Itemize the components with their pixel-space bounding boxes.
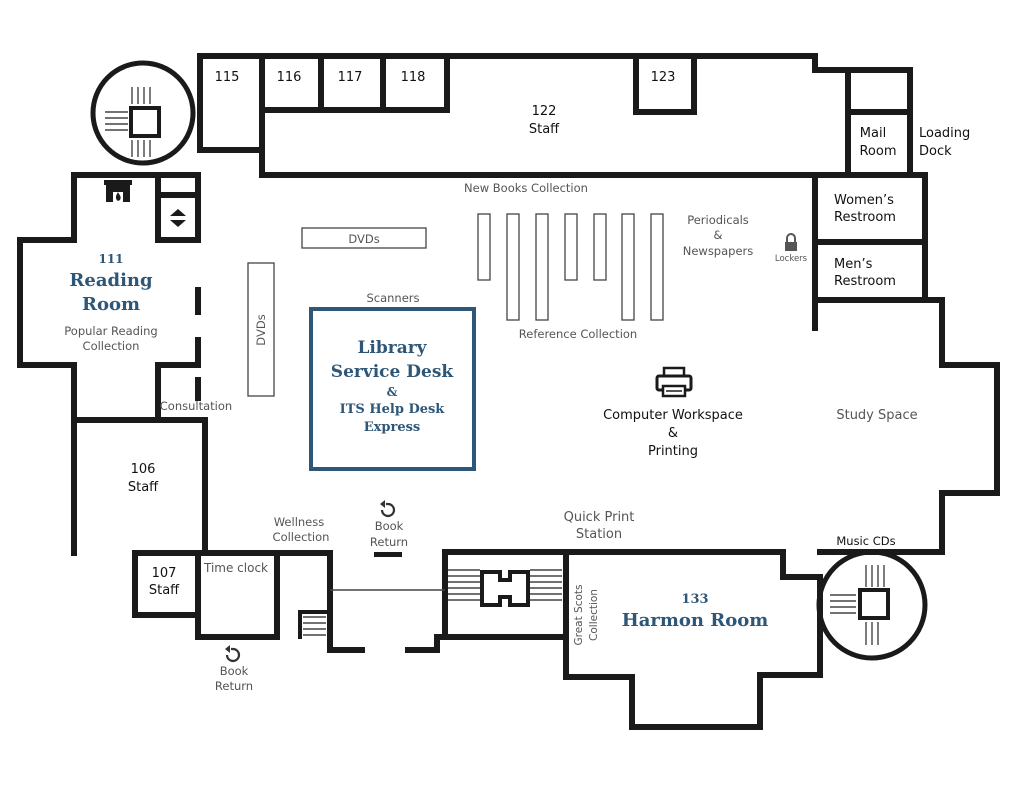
reference-shelves xyxy=(477,213,664,321)
lockers-label: Lockers xyxy=(775,254,808,264)
book-return-label-2: Return xyxy=(370,535,408,549)
popular-reading-label: Popular Reading xyxy=(64,324,157,338)
room-labels: 115 116 117 118 123 122 Staff Mail Room … xyxy=(128,70,970,598)
room-106-name: Staff xyxy=(128,480,159,495)
mens-restroom-label: Men’s xyxy=(834,257,873,272)
book-return-label-b: Book xyxy=(220,664,249,678)
newspapers-label: Newspapers xyxy=(683,244,754,258)
book-return-label-b-2: Return xyxy=(215,679,253,693)
reading-room-title-2: Room xyxy=(82,294,140,315)
new-books-label: New Books Collection xyxy=(464,181,588,195)
room-115: 115 xyxy=(215,70,240,85)
service-desk-amp: & xyxy=(387,385,398,399)
dvd-shelf-side xyxy=(247,262,275,397)
stair-tower-bottom-right xyxy=(816,549,928,661)
service-desk-title: Library xyxy=(357,338,427,358)
harmon-room-title: Harmon Room xyxy=(622,610,769,631)
room-118: 118 xyxy=(401,70,426,85)
lock-icon xyxy=(785,233,797,251)
reading-room-labels: 111 Reading Room Popular Reading Collect… xyxy=(64,252,157,353)
stairs-icon xyxy=(298,569,562,639)
printer-icon xyxy=(655,366,693,398)
harmon-room-labels: 133 Harmon Room xyxy=(622,592,769,631)
time-clock-label: Time clock xyxy=(203,561,268,575)
room-123: 123 xyxy=(651,70,676,85)
room-122-name: Staff xyxy=(529,122,560,137)
loading-dock-label: Loading xyxy=(919,126,970,141)
return-icon xyxy=(380,500,396,518)
room-116: 116 xyxy=(277,70,302,85)
harmon-room-number: 133 xyxy=(681,592,708,607)
printing-label: Printing xyxy=(648,444,698,459)
room-107-number: 107 xyxy=(152,566,177,581)
room-117: 117 xyxy=(338,70,363,85)
mens-restroom-label-2: Restroom xyxy=(834,274,896,289)
return-icon xyxy=(225,645,241,663)
book-return-slot xyxy=(374,552,402,557)
dvd-shelf-top xyxy=(301,227,427,249)
study-space-label: Study Space xyxy=(836,408,917,423)
walls xyxy=(17,53,1000,730)
wellness-label: Wellness xyxy=(274,515,325,529)
room-122-number: 122 xyxy=(532,104,557,119)
reference-collection-label: Reference Collection xyxy=(519,327,637,341)
loading-dock-label-2: Dock xyxy=(919,144,952,159)
great-scots-label: Great Scots xyxy=(573,584,585,645)
great-scots-label-2: Collection xyxy=(588,589,600,641)
room-106-number: 106 xyxy=(131,462,156,477)
its-help-desk-label: ITS Help Desk xyxy=(340,402,446,417)
service-desk-title-2: Service Desk xyxy=(331,362,455,382)
area-labels: New Books Collection DVDs DVDs Scanners … xyxy=(160,181,918,693)
mail-room-label-2: Room xyxy=(859,144,896,159)
periodicals-label: Periodicals xyxy=(687,213,749,227)
computer-workspace-amp: & xyxy=(668,426,678,441)
service-desk-labels: Library Service Desk & ITS Help Desk Exp… xyxy=(331,338,455,435)
popular-reading-label-2: Collection xyxy=(83,339,140,353)
service-desk xyxy=(309,307,476,471)
quick-print-label: Quick Print xyxy=(564,510,635,525)
dvds-top-label: DVDs xyxy=(348,232,379,246)
computer-workspace-label: Computer Workspace xyxy=(603,408,743,423)
stair-tower-top-left xyxy=(90,60,196,166)
music-cds-label: Music CDs xyxy=(836,534,895,548)
reading-room-title: Reading xyxy=(69,270,153,291)
periodicals-amp: & xyxy=(714,228,723,242)
book-return-label: Book xyxy=(375,519,404,533)
womens-restroom-label-2: Restroom xyxy=(834,210,896,225)
quick-print-label-2: Station xyxy=(576,527,622,542)
dvds-side-label: DVDs xyxy=(254,314,268,345)
wellness-label-2: Collection xyxy=(273,530,330,544)
fireplace-icon xyxy=(104,180,132,202)
its-express-label: Express xyxy=(364,420,421,435)
consultation-label: Consultation xyxy=(160,399,232,413)
mail-room-label: Mail xyxy=(860,126,886,141)
scanners-label: Scanners xyxy=(366,291,419,305)
room-107-name: Staff xyxy=(149,583,180,598)
workspace-labels: Computer Workspace & Printing xyxy=(603,408,743,459)
elevator-icon xyxy=(170,209,186,227)
womens-restroom-label: Women’s xyxy=(834,193,894,208)
reading-room-number: 111 xyxy=(98,252,123,266)
